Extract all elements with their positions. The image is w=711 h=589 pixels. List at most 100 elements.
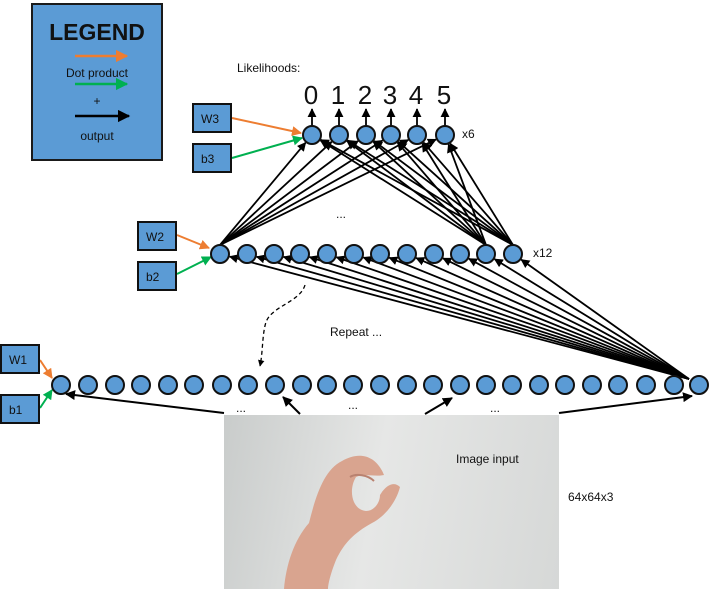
input-node-15 (450, 375, 470, 395)
image-input-photo: Image input (224, 415, 559, 589)
img-arrow-right (558, 392, 693, 414)
input-node-6 (212, 375, 232, 395)
w3-arrow (231, 117, 302, 136)
w1-box: W1 (0, 344, 40, 374)
neuron-nodes (51, 125, 709, 395)
legend-box: LEGEND Dot product + output (31, 3, 163, 161)
input-node-22 (636, 375, 656, 395)
hidden-ellipsis: ... (336, 207, 347, 221)
output-node-4 (407, 125, 427, 145)
input-node-21 (608, 375, 628, 395)
conn-in-h3 (308, 255, 690, 380)
hidden-node-9 (450, 244, 470, 264)
output-node-0 (302, 125, 322, 145)
hand-shape (284, 455, 400, 589)
legend-dot-product-label: Dot product (65, 66, 129, 80)
hidden-node-8 (424, 244, 444, 264)
conn-in-h11 (520, 258, 690, 380)
conn-h11-o4 (422, 141, 514, 246)
input-node-14 (423, 375, 443, 395)
hidden-node-5 (344, 244, 364, 264)
output-node-2 (356, 125, 376, 145)
conn-in-h10 (493, 258, 690, 380)
input-node-10 (317, 375, 337, 395)
input-node-4 (158, 375, 178, 395)
likelihoods-title: Likelihoods: (237, 61, 301, 75)
input-node-7 (238, 375, 258, 395)
input-node-11 (343, 375, 363, 395)
conn-in-h0 (228, 254, 690, 380)
w1-arrow (39, 359, 53, 379)
conn-h11-o3 (397, 141, 514, 246)
digit-0: 0 (303, 80, 319, 110)
conn-h10-o5 (447, 143, 487, 246)
conn-in-h6 (388, 256, 690, 380)
legend-plus-label: + (93, 94, 101, 108)
input-ellipsis-2: ... (348, 398, 359, 412)
digit-2: 2 (357, 80, 373, 110)
input-node-13 (397, 375, 417, 395)
input-node-1 (78, 375, 98, 395)
conn-in-h5 (362, 256, 690, 380)
b2-arrow (176, 256, 212, 275)
input-node-18 (529, 375, 549, 395)
hidden-node-0 (210, 244, 230, 264)
misc-arrows (39, 108, 693, 415)
digit-3: 3 (382, 80, 398, 110)
conn-h0-o5 (219, 138, 437, 246)
input-node-5 (184, 375, 204, 395)
repeat-label: Repeat ... (330, 325, 383, 339)
input-node-12 (370, 375, 390, 395)
conn-h0-o3 (219, 139, 384, 246)
hidden-count-label: x12 (533, 246, 553, 260)
input-node-2 (105, 375, 125, 395)
output-node-1 (329, 125, 349, 145)
img-arrow-left (65, 390, 225, 414)
b2-box: b2 (137, 261, 177, 291)
hidden-node-11 (503, 244, 523, 264)
b1-box: b1 (0, 394, 40, 424)
conn-in-h4 (335, 255, 690, 380)
input-node-23 (664, 375, 684, 395)
conn-h0-o1 (219, 141, 333, 246)
legend-output-label: output (80, 129, 114, 143)
input-node-16 (476, 375, 496, 395)
img-arrow-3 (424, 397, 453, 415)
output-node-5 (435, 125, 455, 145)
input-node-17 (502, 375, 522, 395)
image-input-label: Image input (456, 452, 519, 466)
w2-arrow (176, 234, 210, 250)
conn-h0-o0 (219, 141, 307, 246)
conn-in-h9 (468, 257, 690, 380)
output-count-label: x6 (462, 127, 475, 141)
digit-5: 5 (436, 80, 452, 110)
hidden-node-3 (290, 244, 310, 264)
hidden-node-4 (317, 244, 337, 264)
conn-h11-o5 (449, 142, 514, 246)
conn-h10-o4 (421, 142, 487, 246)
input-node-24 (689, 375, 709, 395)
digit-1: 1 (330, 80, 346, 110)
hidden-node-6 (370, 244, 390, 264)
conn-h10-o3 (396, 141, 487, 246)
image-dimensions-label: 64x64x3 (568, 490, 614, 504)
conn-h11-o1 (346, 139, 514, 246)
hidden-node-2 (264, 244, 284, 264)
conn-h10-o0 (319, 139, 487, 246)
b1-arrow (39, 389, 53, 409)
w2-box: W2 (137, 221, 177, 251)
conn-in-h2 (282, 254, 690, 380)
legend-title: LEGEND (49, 19, 145, 45)
input-to-hidden-connections (228, 254, 690, 380)
conn-h0-o2 (219, 140, 359, 246)
digit-4: 4 (408, 80, 424, 110)
repeat-dashed-arrow (258, 284, 306, 367)
input-node-8 (265, 375, 285, 395)
input-node-3 (131, 375, 151, 395)
input-ellipsis-1: ... (236, 401, 247, 415)
input-node-9 (292, 375, 312, 395)
hidden-node-1 (237, 244, 257, 264)
conn-in-h8 (442, 257, 690, 380)
hidden-node-10 (476, 244, 496, 264)
